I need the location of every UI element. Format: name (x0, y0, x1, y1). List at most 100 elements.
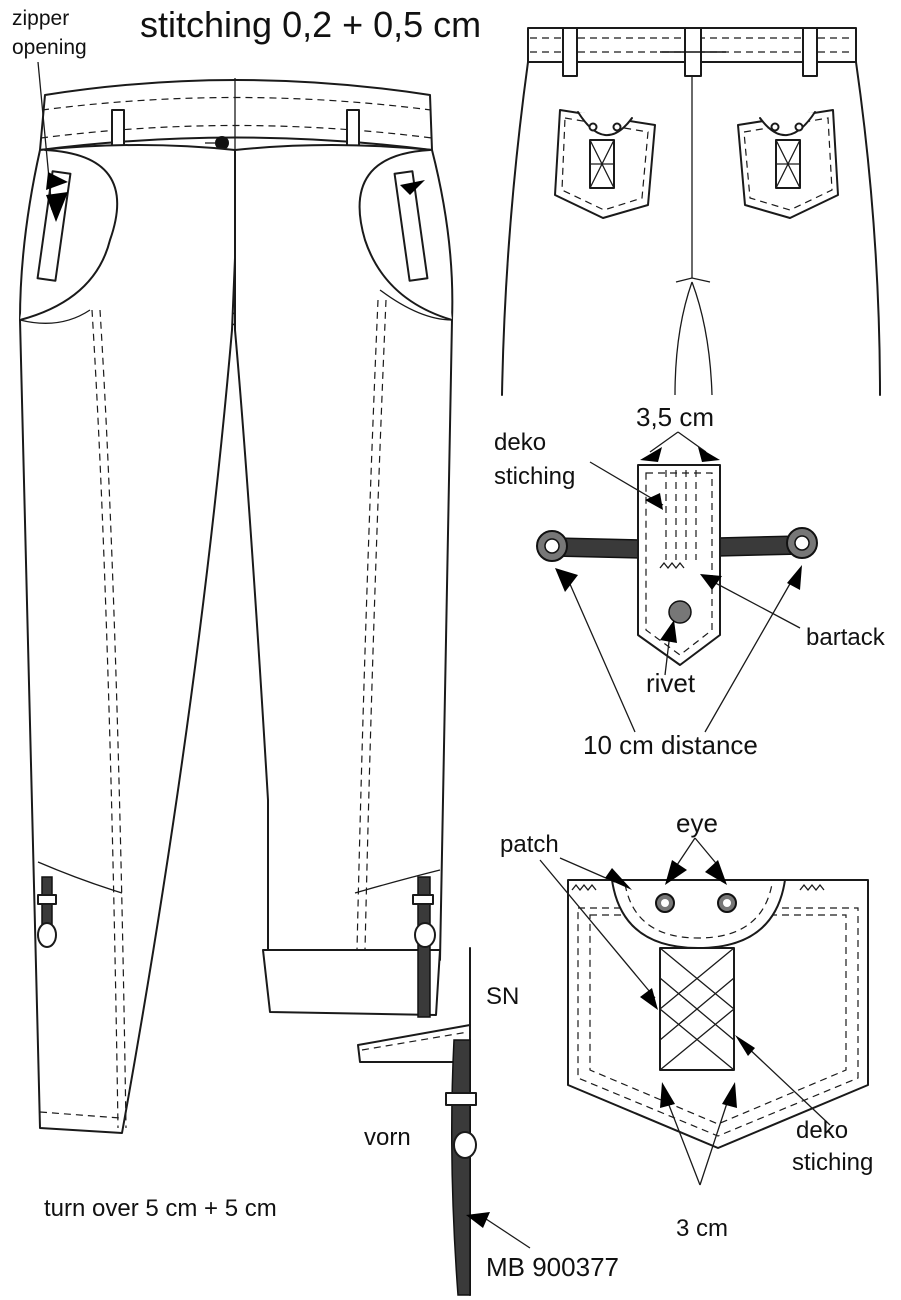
arrow-distance-left (555, 568, 578, 592)
arrow-distance-right (787, 565, 802, 590)
arrow-zipper-left (46, 192, 68, 222)
pocket-eye-right-hole (723, 899, 731, 907)
pocket-lacing-x (659, 947, 735, 1071)
right-cuff (262, 949, 441, 1016)
back-pocket-right-stitch (743, 117, 833, 211)
right-knee-line (379, 289, 453, 321)
label-deko-2b: stiching (792, 1149, 874, 1176)
pocket-zigzag-left (571, 883, 597, 892)
label-width-3: 3 cm (676, 1215, 729, 1242)
right-outseam-stitch-2 (364, 299, 387, 951)
arrow-zipper-left-2 (46, 172, 68, 190)
side-buckle (445, 1092, 477, 1106)
arrow-eye-left (665, 860, 687, 885)
arrow-zipper-right (400, 180, 425, 195)
pocket-stitch-outer (577, 907, 859, 1137)
side-d-ring (453, 1131, 477, 1159)
label-bartack: bartack (806, 624, 885, 651)
right-hem-line (354, 869, 441, 894)
tab-rivet (668, 600, 692, 624)
left-strap-buckle (37, 894, 57, 905)
left-d-ring (37, 922, 57, 948)
bartack-leader (705, 577, 801, 629)
label-article: MB 900377 (486, 1252, 619, 1282)
label-deko-1b: stiching (494, 463, 576, 490)
arrow-width-right (698, 447, 720, 462)
distance-leader (565, 574, 796, 733)
label-turn-over: turn over 5 cm + 5 cm (44, 1195, 277, 1222)
arrow-3cm-left (660, 1082, 675, 1108)
width-leader (649, 431, 707, 453)
right-strap-buckle (412, 894, 434, 905)
tab-bartack (659, 561, 685, 570)
label-opening: opening (12, 36, 87, 59)
waist-button (215, 136, 229, 150)
back-pocket-left-x (589, 139, 615, 189)
front-waistband (39, 79, 433, 151)
label-rivet: rivet (646, 668, 696, 698)
label-distance: 10 cm distance (583, 730, 758, 760)
side-detail (357, 947, 531, 1296)
pocket-zigzag-right (799, 883, 825, 892)
label-deko-1a: deko (494, 429, 547, 456)
back-right-eye-2 (794, 122, 804, 132)
arrow-patch (605, 868, 632, 890)
label-deko-2a: deko (796, 1117, 849, 1144)
side-hem-stitch (361, 1031, 469, 1051)
pocket-eye-left-hole (661, 899, 669, 907)
tab-detail (536, 431, 818, 733)
waistband-stitching (41, 96, 432, 111)
arrow-bartack (700, 574, 722, 590)
front-view-trousers (19, 78, 454, 1134)
right-zipper-opening (393, 170, 429, 282)
pocket-detail (539, 837, 869, 1186)
label-vorn: vorn (364, 1124, 411, 1151)
back-body (501, 61, 881, 396)
tab-stitch (645, 472, 713, 656)
label-patch: patch (500, 831, 559, 858)
back-left-eye-2 (612, 122, 622, 132)
label-sn: SN (486, 983, 520, 1010)
diagram-title: stitching 0,2 + 0,5 cm (140, 4, 482, 45)
left-hem-stitch (39, 1111, 121, 1119)
left-outseam-stitch (91, 309, 119, 1129)
back-pocket-left-stitch (561, 117, 649, 211)
article-leader (479, 1214, 531, 1249)
label-zipper: zipper (12, 7, 70, 30)
tab-eyelet-right-hole (794, 535, 810, 551)
left-hem-line (37, 861, 123, 894)
label-eye: eye (676, 808, 718, 838)
left-outseam-stitch-2 (99, 309, 127, 1129)
back-loop-right (802, 27, 818, 77)
eye-leader (674, 837, 721, 869)
deko-pocket-leader (744, 1044, 831, 1126)
right-leg (234, 144, 454, 963)
arrow-deko (645, 493, 663, 510)
arrow-patch-2 (640, 988, 658, 1010)
right-outseam-stitch (356, 299, 379, 951)
arrow-article (466, 1212, 490, 1228)
arrow-deko-pocket (735, 1035, 755, 1056)
pocket-patch-stitch (624, 883, 773, 939)
arrow-rivet (660, 620, 677, 643)
arrow-3cm-right (722, 1082, 737, 1108)
left-knee-line (19, 309, 91, 324)
left-leg (19, 144, 236, 1134)
back-crotch (674, 277, 713, 396)
back-right-eye-1 (770, 122, 780, 132)
back-pocket-right-x (775, 139, 801, 189)
label-width-35: 3,5 cm (636, 402, 715, 432)
width3-leader (666, 1099, 729, 1186)
waistband-stitching-lower (40, 124, 433, 139)
back-loop-left (562, 27, 578, 77)
back-view-trousers (501, 27, 881, 396)
tab-eyelet-left-hole (544, 538, 560, 554)
arrow-width-left (640, 447, 662, 462)
side-strap (451, 1039, 471, 1296)
right-d-ring (414, 922, 436, 948)
arrow-eye-right (705, 860, 727, 885)
back-left-eye-1 (588, 122, 598, 132)
pocket-stitch-inner (589, 914, 847, 1125)
